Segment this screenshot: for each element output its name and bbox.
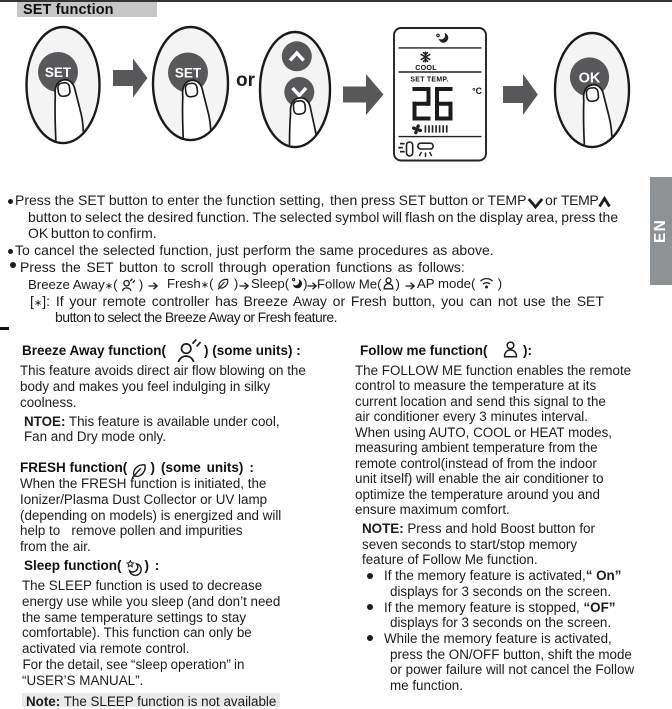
svg-text:SET: SET <box>45 65 72 80</box>
svg-text:SET: SET <box>175 66 202 81</box>
svg-text:°C: °C <box>472 86 483 96</box>
svg-text:SET TEMP.: SET TEMP. <box>410 77 448 84</box>
svg-text:COOL: COOL <box>415 63 437 72</box>
svg-text:or: or <box>236 70 256 91</box>
svg-text:OK: OK <box>579 71 601 87</box>
